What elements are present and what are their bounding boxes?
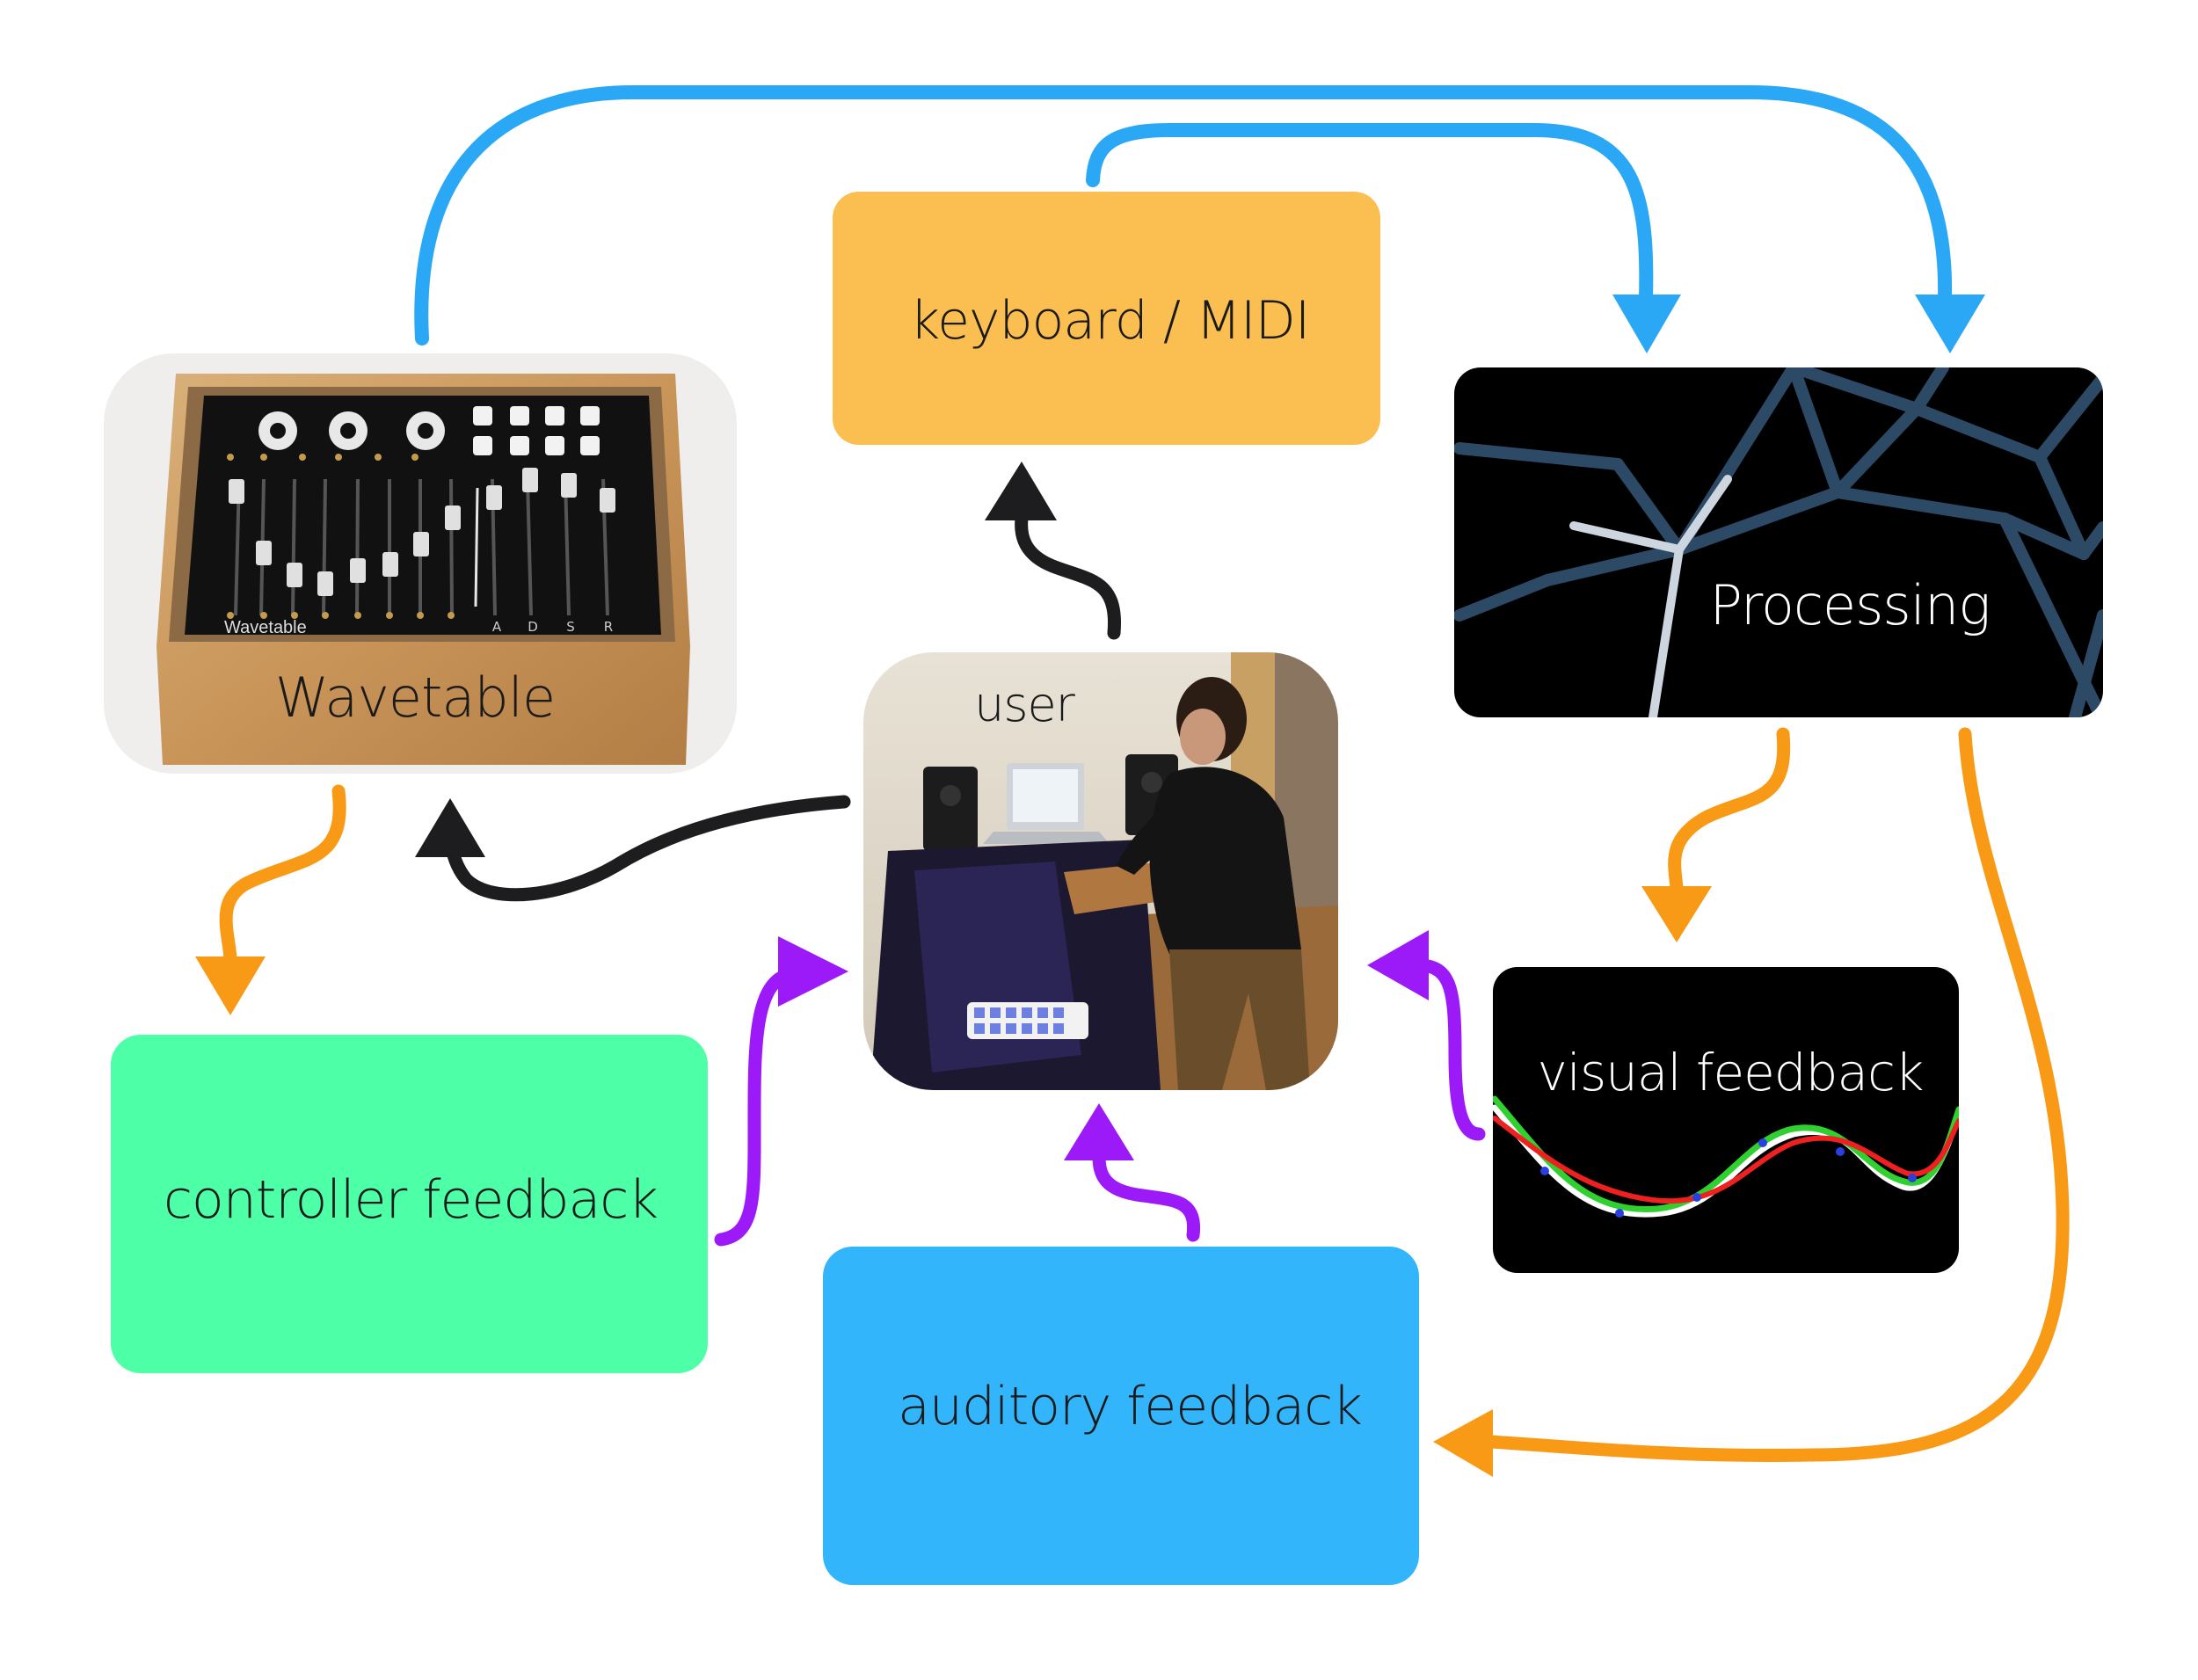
wavetable-buttons [473,406,600,455]
visual-feedback-node: visual feedback [1493,967,1959,1273]
arrow-user-to-keyboard [1015,512,1121,640]
arrow-wavetable-to-processing [414,85,1953,345]
arrow-processing-to-visual [1668,727,1791,895]
arrow-auditory-to-user [1092,1149,1201,1242]
person [1117,677,1310,1090]
arrowhead-purple-auditory [1064,1103,1134,1160]
user-photo [870,652,1338,1090]
arrowhead-black-wavetable [415,798,485,857]
processing-node: Processing [1454,367,2103,717]
keyboard-midi-node: keyboard / MIDI [833,192,1380,445]
arrowhead-purple-visual [1367,930,1429,1000]
keyboard-midi-label: keyboard / MIDI [909,290,1309,352]
arrow-visual-to-user [1404,958,1486,1141]
arrowhead-blue-left [1612,295,1681,353]
arrowhead-orange-auditory [1433,1409,1493,1477]
adsr-a: A [492,619,502,635]
arrowhead-orange-visual [1641,886,1712,942]
wavetable-knobs [258,411,445,450]
arrowhead-purple-controller [778,936,848,1007]
arrow-wavetable-to-controller [219,784,346,965]
arrowhead-orange-controller [195,956,266,1015]
blue-arrows [414,85,1985,353]
controller-feedback-label: controller feedback [164,1169,658,1231]
auditory-feedback-label: auditory feedback [898,1376,1362,1437]
visual-feedback-label: visual feedback [1538,1043,1924,1102]
arrow-keyboard-to-processing [1086,123,1654,306]
adsr-d: D [528,619,538,635]
arrow-processing-to-auditory [1483,727,2070,1462]
orange-arrows [195,727,2070,1477]
adsr-r: R [604,619,613,635]
wavetable-device-label: Wavetable [224,618,307,637]
processing-label: Processing [1710,573,1991,637]
user-label: user [974,677,1076,732]
controller-feedback-node: controller feedback [111,1035,708,1373]
wavetable-leds [227,454,455,619]
wavetable-faders [229,468,615,596]
arrowhead-black-keyboard [985,462,1057,520]
visual-wave-graphic [1493,1095,1959,1218]
auditory-feedback-node: auditory feedback [823,1247,1419,1585]
speaker-left [923,767,978,851]
arrowhead-blue-right [1915,295,1985,353]
purple-arrows [714,930,1486,1247]
arrow-user-to-wavetable [444,795,851,902]
wavetable-device-photo: Wavetable A D S R [156,374,690,765]
black-arrows [415,462,1121,902]
arrow-controller-to-user [714,967,798,1247]
wavetable-label: Wavetable [275,665,555,730]
processing-mesh-graphic [1454,367,2103,717]
user-node: user [863,652,1338,1090]
wavetable-node: Wavetable A D S R Wavetable [104,353,737,774]
adsr-s: S [566,619,575,635]
